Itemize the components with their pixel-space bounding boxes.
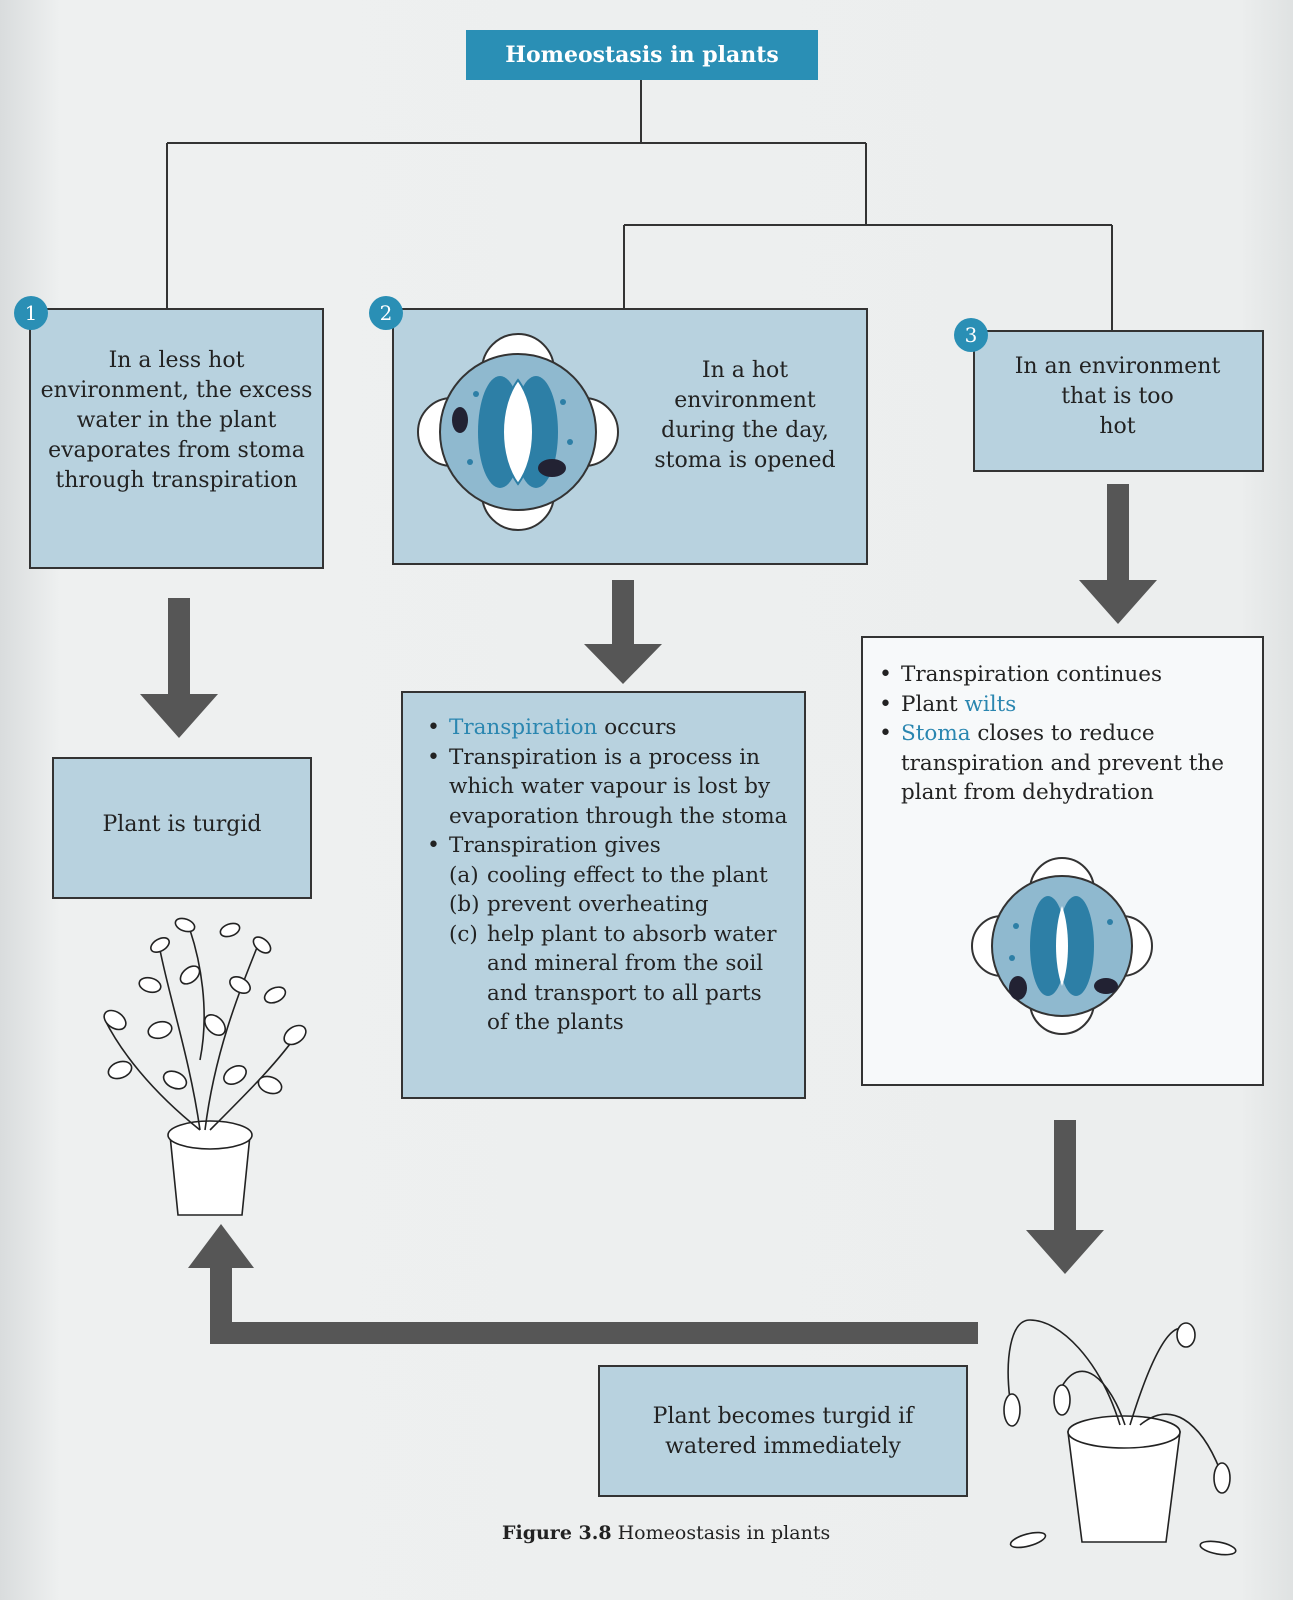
box-wilt-list: Transpiration continues Plant wilts Stom… [861, 636, 1264, 1086]
sub-label: (c) [449, 921, 478, 947]
sub-text: cooling effect to the plant [487, 862, 768, 888]
box2-line: stoma is opened [654, 448, 836, 473]
badge-2: 2 [369, 296, 403, 330]
box3-text: In an environment that is too hot [985, 352, 1250, 442]
arrows [140, 484, 1157, 1344]
wilt-list: Transpiration continues Plant wilts Stom… [875, 660, 1250, 808]
box1-line: through transpiration [55, 468, 298, 493]
arrow-down-4 [1026, 1120, 1104, 1274]
list-item: Transpiration occurs [423, 713, 788, 743]
badge-1: 1 [14, 296, 48, 330]
box-plant-turgid [52, 757, 312, 899]
list-item: Transpiration is a process in which wate… [423, 743, 788, 832]
sub-list: (a) cooling effect to the plant (b) preven… [449, 861, 788, 1038]
box1-text: In a less hot environment, the excess wa… [34, 346, 319, 496]
box2-text: In a hot environment during the day, sto… [650, 356, 840, 476]
list-item: Stoma closes to reduce transpiration and… [875, 719, 1250, 808]
box-transpiration-list: Transpiration occurs Transpiration is a … [401, 691, 806, 1099]
list-item: Plant wilts [875, 690, 1250, 720]
box-plant-becomes-turgid [598, 1365, 968, 1497]
bottom-box-line: Plant becomes turgid if [652, 1404, 914, 1429]
sub-label: (a) [449, 862, 479, 888]
figure-caption: Figure 3.8 Homeostasis in plants [502, 1522, 830, 1544]
list-item: Transpiration continues [875, 660, 1250, 690]
box3-line: hot [1099, 414, 1136, 439]
box-less-hot [29, 308, 324, 569]
box-too-hot [973, 330, 1264, 472]
list-text: closes to reduce transpiration and preve… [901, 721, 1224, 805]
bottom-box-text: Plant becomes turgid if watered immediat… [598, 1402, 968, 1462]
sub-text: help plant to absorb water and mineral f… [487, 921, 777, 1036]
box2-line: during the day, [661, 418, 829, 443]
box2-line: environment [674, 388, 816, 413]
sub-item: (b) prevent overheating [449, 890, 788, 920]
arrow-down-2 [584, 580, 662, 684]
box1-line: In a less hot [108, 348, 245, 373]
box1-line: water in the plant [76, 408, 277, 433]
highlight-term: Stoma [901, 721, 971, 746]
box3-line: In an environment [1014, 354, 1221, 379]
sub-text: prevent overheating [487, 892, 709, 917]
transpiration-list: Transpiration occurs Transpiration is a … [423, 713, 788, 1038]
arrow-return [188, 1224, 978, 1344]
badge-3: 3 [954, 318, 988, 352]
diagram-title: Homeostasis in plants [466, 30, 818, 80]
list-item: Transpiration gives (a) cooling effect to… [423, 831, 788, 1038]
bottom-box-line: watered immediately [665, 1434, 901, 1459]
tree-connectors [166, 80, 1113, 330]
caption-text: Homeostasis in plants [611, 1522, 831, 1544]
arrow-down-3 [1079, 484, 1157, 624]
box2-line: In a hot [701, 358, 789, 383]
sub-label: (b) [449, 892, 480, 917]
highlight-term: wilts [964, 691, 1017, 717]
list-text: Plant [901, 691, 965, 717]
box1-line: environment, the excess [40, 378, 313, 403]
sub-item: (c) help plant to absorb water and minera… [449, 920, 788, 1038]
list-text: occurs [597, 715, 677, 740]
caption-label: Figure 3.8 [502, 1522, 612, 1544]
box1-line: evaporates from stoma [48, 438, 305, 463]
turgid-text: Plant is turgid [102, 812, 262, 837]
list-text: Transpiration gives [449, 833, 661, 858]
box3-line: that is too [1061, 384, 1174, 409]
arrow-down-1 [140, 598, 218, 738]
sub-item: (a) cooling effect to the plant [449, 861, 788, 891]
highlight-term: Transpiration [449, 715, 598, 740]
